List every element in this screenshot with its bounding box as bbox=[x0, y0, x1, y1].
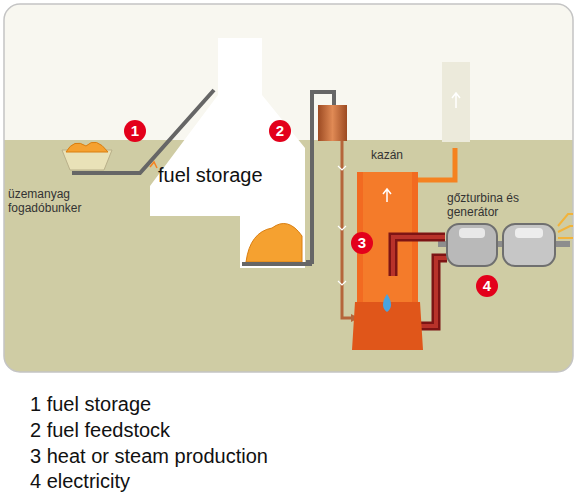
generator bbox=[503, 224, 555, 266]
flow-arrow bbox=[150, 162, 157, 168]
turbine-generator-shape bbox=[445, 220, 557, 270]
node-text: fuel storage bbox=[158, 163, 298, 187]
heat-arrow bbox=[383, 189, 391, 202]
chimney bbox=[442, 62, 470, 142]
turbine-generator: gőzturbina és generátor bbox=[445, 220, 557, 270]
callout-number: 1 bbox=[124, 120, 146, 142]
fuel-pile bbox=[66, 142, 108, 152]
return-pipe-inner bbox=[418, 258, 447, 326]
steam-pipe bbox=[418, 233, 445, 242]
flow-arrow bbox=[338, 281, 346, 285]
node-text: kazán bbox=[371, 148, 431, 162]
key-line: 3 heat or steam production bbox=[30, 444, 268, 468]
highlight bbox=[515, 228, 543, 238]
power-output bbox=[558, 214, 573, 238]
steam-pipe-inner bbox=[393, 237, 418, 276]
fuel-silo: fuel storage bbox=[148, 36, 306, 270]
flow-arrow bbox=[338, 226, 346, 230]
connector bbox=[306, 92, 357, 318]
steam-turbine bbox=[447, 224, 497, 266]
feed-conveyor bbox=[306, 92, 334, 262]
steam-pipe-inner bbox=[418, 235, 445, 239]
fuel-pile bbox=[246, 224, 302, 263]
flow-arrow bbox=[338, 166, 346, 170]
bunker-label: üzemanyag fogadóbunker bbox=[8, 187, 116, 215]
boiler-shape bbox=[357, 172, 418, 335]
callout-number: 4 bbox=[476, 275, 498, 297]
silo-body bbox=[150, 38, 305, 268]
return-pipe bbox=[418, 258, 447, 326]
key-line: 4 electricity bbox=[30, 469, 130, 493]
exhaust-pipe bbox=[418, 148, 455, 180]
callout-number: 3 bbox=[351, 232, 373, 254]
bunker bbox=[62, 150, 112, 170]
callout-number: 2 bbox=[269, 120, 291, 142]
smoke-arrow bbox=[452, 93, 460, 108]
node-text: gőzturbina és generátor bbox=[447, 191, 539, 219]
hopper bbox=[318, 105, 347, 141]
key-line: 1 fuel storage bbox=[30, 392, 151, 416]
feed-conveyor bbox=[242, 262, 312, 266]
flame bbox=[383, 294, 391, 312]
scene-ground bbox=[4, 4, 573, 372]
fuel-silo-shape bbox=[148, 36, 306, 270]
boiler: kazán bbox=[357, 172, 418, 335]
frame bbox=[4, 4, 573, 372]
connector bbox=[418, 237, 445, 238]
highlight bbox=[459, 228, 485, 238]
steam-pipe bbox=[393, 237, 418, 276]
key-line: 2 fuel feedstock bbox=[30, 418, 170, 442]
